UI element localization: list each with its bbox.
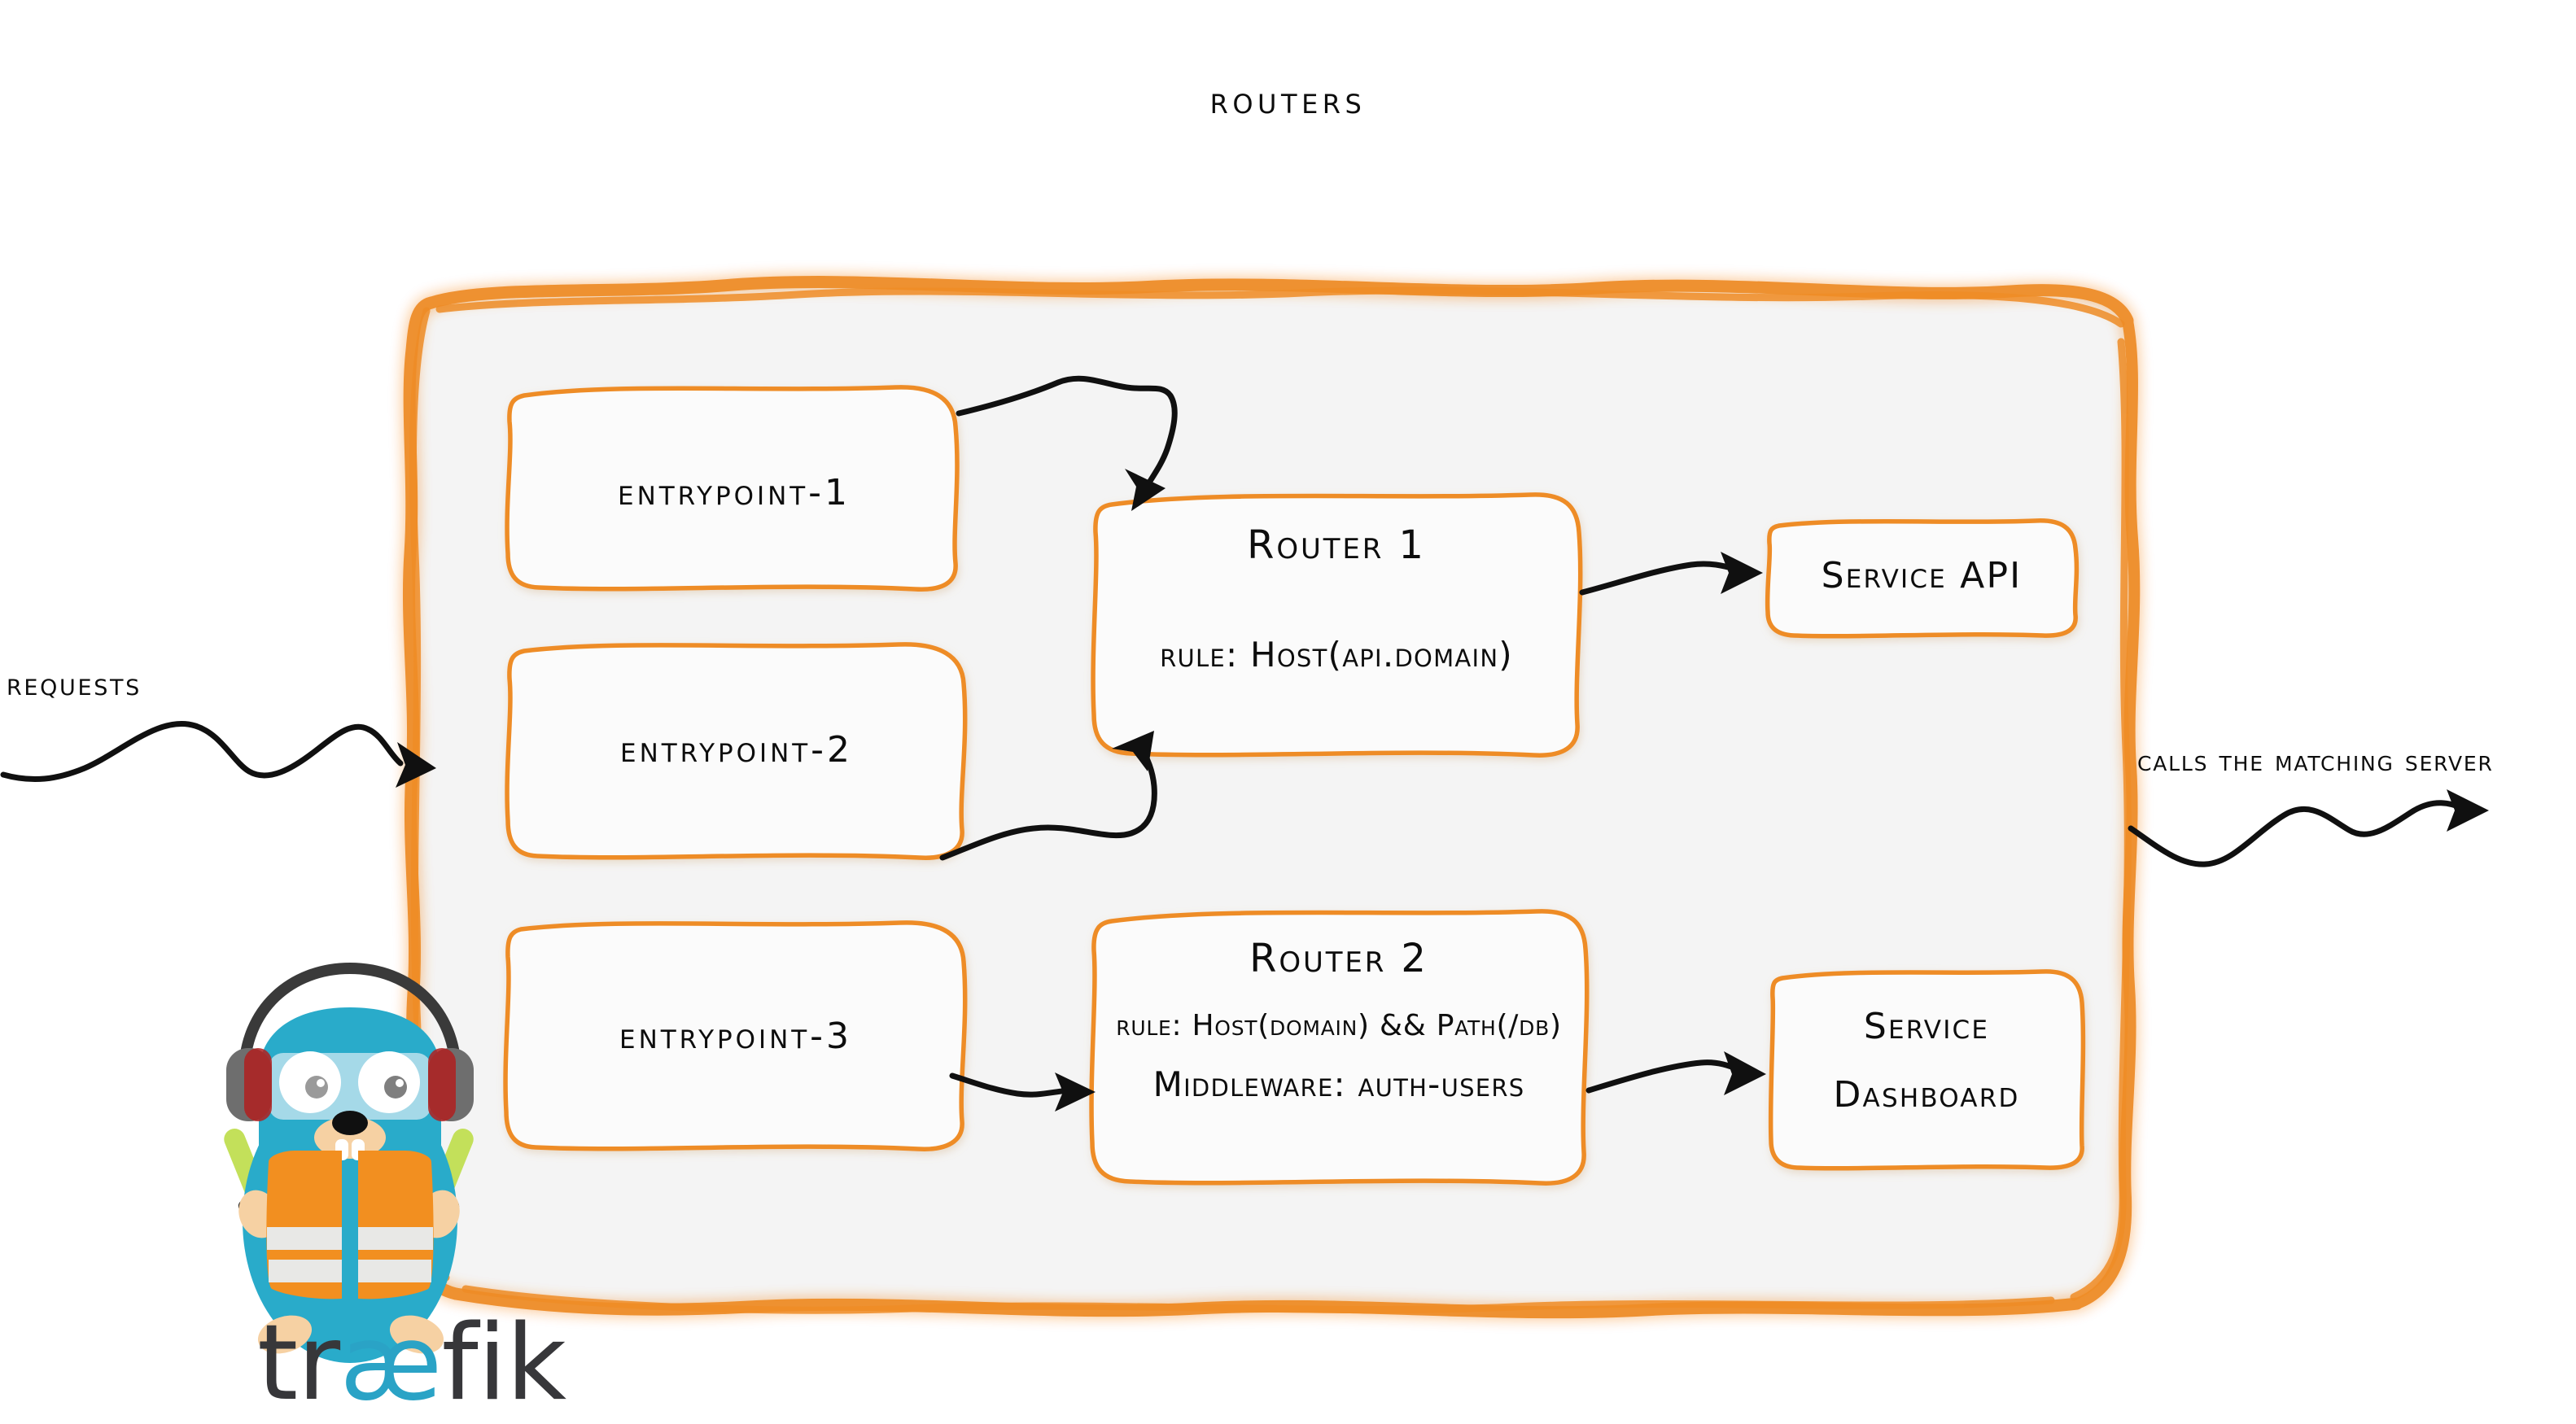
gopher-safety-vest xyxy=(266,1151,434,1300)
routers-panel xyxy=(402,276,2141,1319)
gopher-head xyxy=(259,1007,441,1147)
gopher-nose xyxy=(332,1111,368,1135)
gopher-eye-right xyxy=(358,1051,420,1113)
wordmark-pre: tr xyxy=(257,1303,340,1424)
service-dashboard-box[interactable] xyxy=(1768,969,2086,1171)
entrypoint-3-label: entrypoint-3 xyxy=(619,1016,852,1057)
traefik-wordmark: træfik xyxy=(257,1312,566,1416)
router-2-title: Router 2 xyxy=(1249,936,1428,981)
connector-router-2-to-service-dashboard xyxy=(1585,1051,1766,1095)
glow-stick-right-icon xyxy=(421,1129,474,1247)
wordmark-ae: æ xyxy=(339,1303,443,1424)
wordmark-post: fik xyxy=(441,1303,566,1424)
connector-arrows xyxy=(0,375,2489,1112)
connector-entrypoint-3-to-router-2 xyxy=(949,1072,1096,1112)
router-1-title: Router 1 xyxy=(1247,522,1426,568)
router-1-rule: rule: Host(api.domain) xyxy=(1160,635,1513,675)
gopher-headphones-icon xyxy=(226,962,474,1121)
router-2-middleware: Middleware: auth-users xyxy=(1152,1064,1525,1104)
connector-panel-to-server xyxy=(2128,789,2489,867)
calls-matching-server-label: Calls the matching server xyxy=(2137,745,2494,778)
glow-stick-left-icon xyxy=(224,1129,277,1247)
entrypoint-1-label: entrypoint-1 xyxy=(618,472,851,513)
connector-requests-to-panel xyxy=(0,720,436,788)
entrypoint-2-label: entrypoint-2 xyxy=(620,729,853,771)
service-api-label: Service API xyxy=(1821,555,2023,596)
connector-router-1-to-service-api xyxy=(1579,552,1763,596)
service-dashboard-label-line1: Service xyxy=(1863,1006,1990,1047)
service-dashboard-label-line2: Dashboard xyxy=(1833,1074,2020,1116)
page-title: Routers xyxy=(1209,78,1367,122)
gopher-snout xyxy=(314,1116,386,1159)
router-2-rule: rule: Host(domain) && Path(/db) xyxy=(1116,1009,1562,1042)
connector-entrypoint-2-to-router-1 xyxy=(939,731,1157,861)
connector-entrypoint-1-to-router-1 xyxy=(956,375,1178,511)
requests-label: Requests xyxy=(7,666,142,702)
gopher-goggles xyxy=(269,1053,431,1120)
gopher-eye-left xyxy=(279,1051,341,1113)
